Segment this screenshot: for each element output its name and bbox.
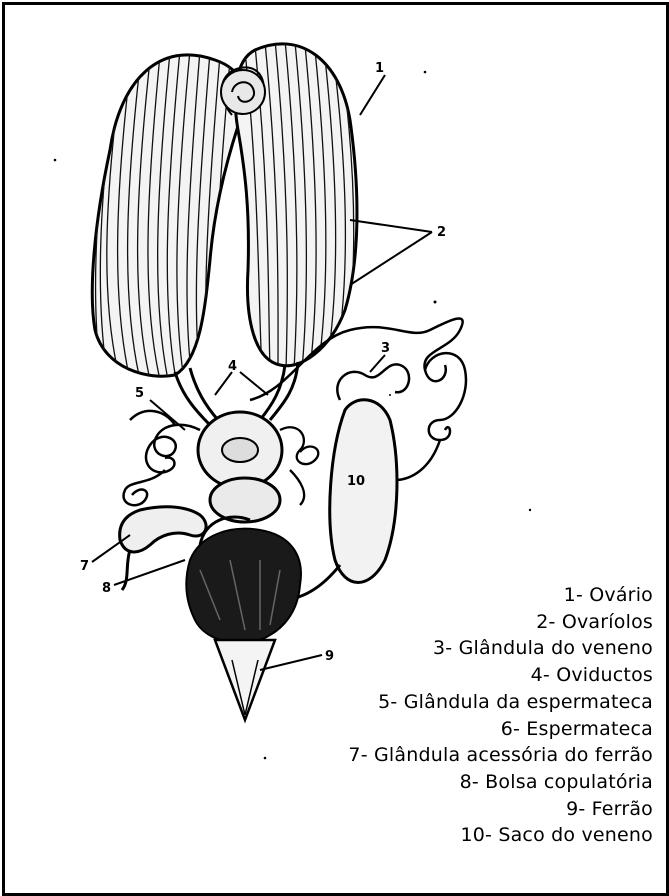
legend-item: 1- Ovário	[348, 582, 653, 609]
callout-2: 2	[437, 225, 446, 240]
callout-7: 7	[80, 559, 89, 574]
right-coils	[280, 427, 318, 505]
callout-10: 10	[347, 474, 365, 489]
callout-1: 1	[375, 61, 384, 76]
spermatheca	[198, 412, 282, 522]
callout-8: 8	[102, 581, 111, 596]
spermatheca-gland	[124, 411, 200, 505]
legend-item: 10- Saco do veneno	[348, 822, 653, 849]
legend-item: 6- Espermateca	[348, 716, 653, 743]
legend-item: 9- Ferrão	[348, 796, 653, 823]
callout-5: 5	[135, 386, 144, 401]
legend-item: 7- Glândula acessória do ferrão	[348, 742, 653, 769]
legend-item: 8- Bolsa copulatória	[348, 769, 653, 796]
callout-3: 3	[381, 341, 390, 356]
sting	[215, 640, 275, 720]
callout-4: 4	[228, 359, 237, 374]
callout-9: 9	[325, 649, 334, 664]
bursa-copulatrix	[186, 517, 301, 643]
legend: 1- Ovário 2- Ovaríolos 3- Glândula do ve…	[348, 582, 653, 849]
legend-item: 5- Glândula da espermateca	[348, 689, 653, 716]
legend-item: 4- Oviductos	[348, 662, 653, 689]
legend-item: 2- Ovaríolos	[348, 609, 653, 636]
legend-item: 3- Glândula do veneno	[348, 635, 653, 662]
